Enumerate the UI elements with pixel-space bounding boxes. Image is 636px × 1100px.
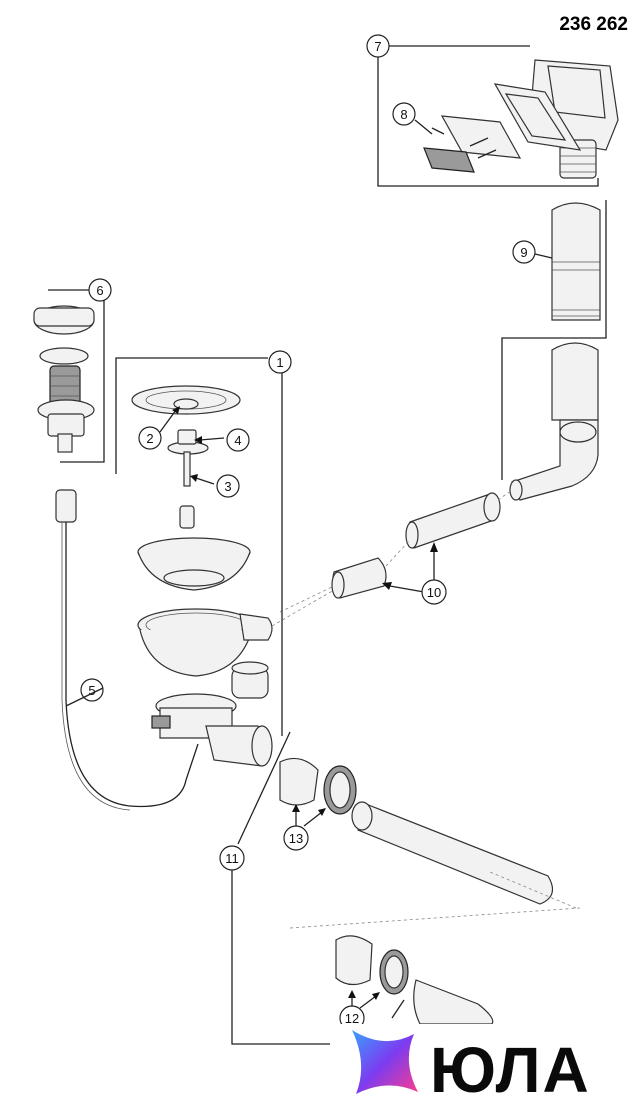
svg-text:13: 13 bbox=[289, 831, 303, 846]
drain-pipe-set bbox=[279, 757, 581, 929]
yula-logo: ЮЛА bbox=[330, 1024, 636, 1100]
lower-connector-set bbox=[335, 935, 494, 1025]
callout-1: 1 bbox=[268, 350, 292, 374]
strainer-basket-parts bbox=[131, 385, 241, 529]
pop-up-knob-assembly bbox=[33, 289, 105, 463]
svg-text:12: 12 bbox=[345, 1011, 359, 1026]
svg-text:7: 7 bbox=[374, 39, 381, 54]
overflow-outlet-group bbox=[377, 45, 619, 187]
svg-text:8: 8 bbox=[400, 107, 407, 122]
svg-text:4: 4 bbox=[234, 433, 241, 448]
callout-7: 7 bbox=[366, 34, 390, 58]
group-11-bracket bbox=[231, 870, 336, 1045]
callout-10: 10 bbox=[421, 579, 447, 605]
overflow-elbow-pipe bbox=[509, 342, 599, 501]
reference-code: 236 262 bbox=[559, 14, 628, 35]
svg-text:2: 2 bbox=[146, 431, 153, 446]
callout-9: 9 bbox=[512, 240, 536, 264]
svg-text:6: 6 bbox=[96, 283, 103, 298]
group-1-bracket bbox=[115, 357, 268, 474]
callout-8: 8 bbox=[392, 102, 416, 126]
yula-star-logo-icon bbox=[352, 1030, 418, 1094]
svg-text:1: 1 bbox=[276, 355, 283, 370]
callout-13: 13 bbox=[283, 825, 309, 851]
waste-lower-body bbox=[151, 693, 273, 767]
overflow-cover-plate bbox=[423, 115, 522, 173]
callout-4: 4 bbox=[226, 428, 250, 452]
svg-text:9: 9 bbox=[520, 245, 527, 260]
svg-text:5: 5 bbox=[88, 683, 95, 698]
svg-text:10: 10 bbox=[427, 585, 441, 600]
callout-3: 3 bbox=[216, 474, 240, 498]
brand-wordmark: ЮЛА bbox=[430, 1034, 591, 1100]
overflow-gasket bbox=[493, 83, 582, 151]
sink-waste-body bbox=[137, 537, 335, 699]
svg-text:3: 3 bbox=[224, 479, 231, 494]
bowden-cable bbox=[55, 489, 199, 811]
pipe-connectors bbox=[279, 489, 513, 613]
callout-11: 11 bbox=[219, 845, 245, 871]
callout-2: 2 bbox=[138, 426, 162, 450]
overflow-hose bbox=[501, 200, 607, 480]
svg-text:11: 11 bbox=[225, 851, 239, 866]
callout-6: 6 bbox=[88, 278, 112, 302]
